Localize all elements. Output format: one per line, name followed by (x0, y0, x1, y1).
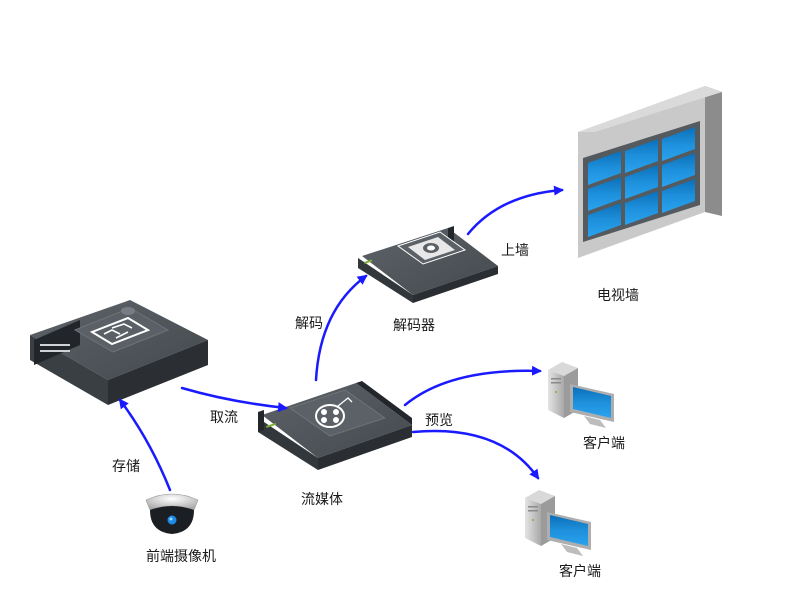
decoder-label: 解码器 (393, 318, 435, 334)
stream-left-flange (258, 410, 264, 432)
wall-screen (662, 127, 695, 161)
camera-lens-highlight (169, 517, 173, 521)
arrow-storage-to-stream (180, 386, 288, 413)
decoder-device[interactable] (358, 226, 498, 303)
film-reel-icon (315, 397, 353, 428)
storage-server[interactable] (30, 300, 208, 405)
arrow-decoder-to-wall (466, 185, 564, 236)
edge-label-preview: 预览 (425, 413, 453, 429)
wall-screen (588, 177, 621, 211)
wall-screen (625, 165, 658, 199)
arrow-stream-to-decoder (314, 274, 368, 382)
storage-panel (34, 320, 80, 365)
wall-screen-grid (588, 127, 695, 237)
stream-status-led (265, 422, 277, 428)
arrow-stream-to-client-2 (411, 429, 540, 480)
decoder-status-led (364, 259, 373, 264)
client-1-label: 客户端 (583, 436, 625, 452)
wall-screen (662, 153, 695, 187)
client-pc-1[interactable] (548, 362, 614, 428)
stream-right-flange (356, 381, 412, 425)
storage-side (108, 340, 208, 405)
storage-raised-plate (73, 307, 170, 353)
tv-wall[interactable] (578, 86, 722, 258)
wall-top (578, 86, 722, 132)
storage-fan (121, 307, 135, 315)
desktop-computer-icon (525, 490, 591, 556)
stream-side (318, 425, 412, 470)
wall-screen (662, 179, 695, 213)
wall-side (705, 86, 722, 216)
decoder-side (413, 266, 498, 303)
desktop-computer-icon (548, 362, 614, 428)
wall-screen (588, 203, 621, 237)
edge-label-store: 存储 (112, 459, 140, 475)
arrow-camera-to-storage (118, 398, 172, 492)
client-2-label: 客户端 (559, 564, 601, 580)
camera-label: 前端摄像机 (146, 549, 216, 565)
stream-media-label: 流媒体 (301, 492, 343, 508)
stream-media-server[interactable] (258, 381, 412, 470)
arrow-stream-to-client-1 (403, 365, 542, 407)
tv-wall-label: 电视墙 (597, 288, 639, 304)
edge-label-decode: 解码 (295, 316, 323, 332)
storage-badge (89, 316, 151, 346)
storage-port-lights (40, 344, 70, 352)
edge-label-to-wall: 上墙 (501, 243, 529, 259)
dome-camera[interactable] (145, 493, 199, 534)
decoder-front (358, 258, 413, 303)
stream-front (258, 418, 318, 470)
wall-screen (625, 139, 658, 173)
storage-badge-glyph (103, 323, 133, 339)
wall-screen (625, 191, 658, 225)
edge-label-fetch: 取流 (210, 410, 238, 426)
client-pc-2[interactable] (525, 490, 591, 556)
wall-screen (588, 151, 621, 185)
film-strip-icon (408, 237, 455, 260)
